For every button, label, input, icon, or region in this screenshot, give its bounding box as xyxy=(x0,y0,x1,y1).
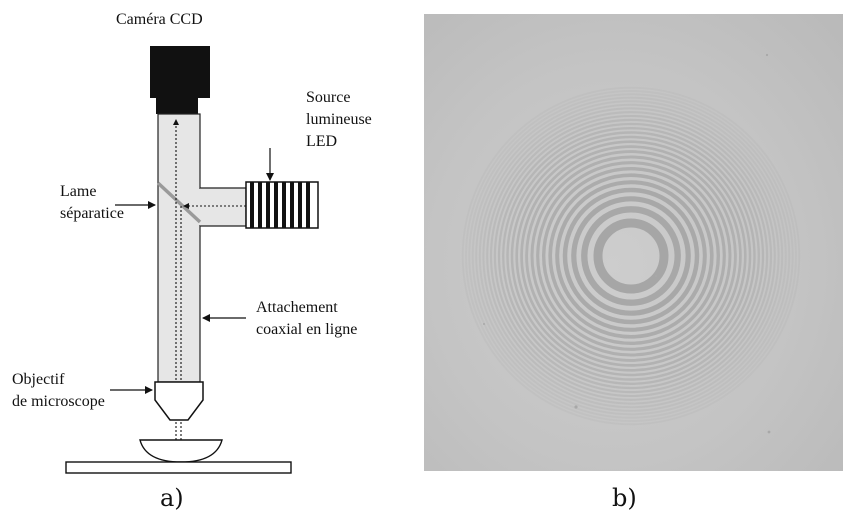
source-label-line2: lumineuse xyxy=(306,111,372,128)
fringe-ring xyxy=(562,187,700,325)
caption-a: a) xyxy=(160,484,184,512)
fringe-ring xyxy=(489,114,773,398)
fringe-ring xyxy=(530,155,732,357)
camera-label: Caméra CCD xyxy=(116,11,203,28)
glass-plate xyxy=(65,461,292,474)
fringe-ring xyxy=(475,100,787,412)
fringe-ring xyxy=(515,140,747,372)
fringe-ring xyxy=(486,111,776,401)
coaxial-label-line2: coaxial en ligne xyxy=(256,321,358,338)
fringe-ring xyxy=(555,180,707,332)
led-source xyxy=(245,181,319,229)
fringe-ring xyxy=(482,107,780,405)
fringe-ring xyxy=(571,196,691,316)
setup-schematic xyxy=(65,46,319,474)
splitter-label-line1: Lame xyxy=(60,183,97,200)
source-label-line3: LED xyxy=(306,133,338,150)
fringe-ring xyxy=(497,122,765,390)
fringe-ring xyxy=(465,90,797,422)
beam-splitter xyxy=(156,181,202,224)
fringe-ring xyxy=(548,173,714,339)
fringe-ring xyxy=(468,93,794,419)
fringe-ring xyxy=(581,206,681,306)
coaxial-label-line1: Attachement xyxy=(256,299,338,316)
splitter-label-line2: séparatice xyxy=(60,205,124,222)
fringe-ring xyxy=(471,96,791,416)
fringe-ring xyxy=(510,135,752,377)
fringe-ring xyxy=(525,150,737,362)
source-label-line1: Source xyxy=(306,89,351,106)
plano-convex-lens xyxy=(139,439,223,463)
objective-label-line1: Objectif xyxy=(12,371,65,388)
fringe-ring xyxy=(541,166,721,346)
fringe-ring xyxy=(478,103,784,409)
fringe-ring xyxy=(506,131,756,381)
side-tube xyxy=(199,187,247,227)
microscope-objective xyxy=(154,381,204,421)
newton-rings-photo xyxy=(424,14,843,471)
fringe-ring xyxy=(493,118,769,394)
fringe-ring xyxy=(536,161,726,351)
ccd-camera xyxy=(150,46,210,114)
label-pointers xyxy=(110,148,274,394)
caption-b: b) xyxy=(612,484,637,512)
fringe-ring xyxy=(593,218,669,294)
objective-label-line2: de microscope xyxy=(12,393,105,410)
fringe-ring xyxy=(461,86,801,426)
coaxial-tube xyxy=(157,113,201,383)
fringe-ring xyxy=(502,127,760,385)
fringe-ring xyxy=(520,145,742,367)
